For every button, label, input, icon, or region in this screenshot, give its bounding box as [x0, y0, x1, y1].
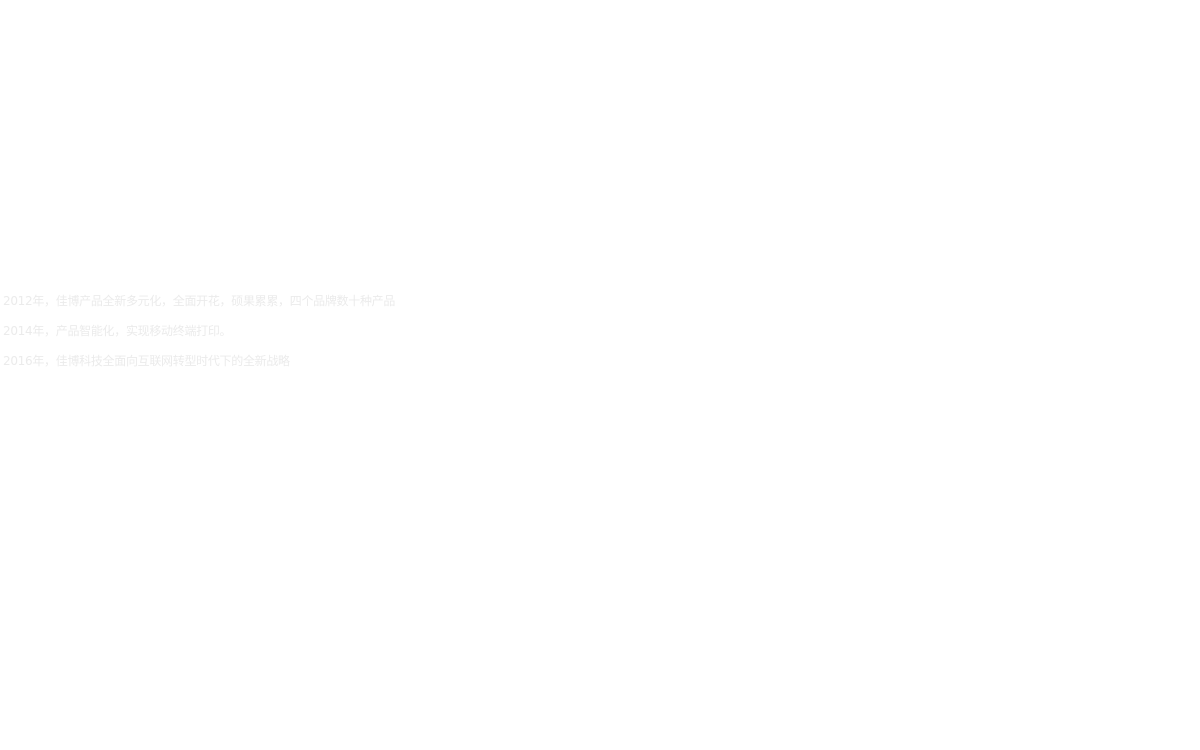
history-timeline: 2012年，佳博产品全新多元化，全面开花，硕果累累，四个品牌数十种产品 2014… — [3, 292, 703, 382]
timeline-item-2014: 2014年，产品智能化，实现移动终端打印。 — [3, 324, 232, 338]
timeline-item-2016: 2016年，佳博科技全面向互联网转型时代下的全新战略 — [3, 354, 290, 368]
timeline-item-2012: 2012年，佳博产品全新多元化，全面开花，硕果累累，四个品牌数十种产品 — [3, 294, 396, 308]
